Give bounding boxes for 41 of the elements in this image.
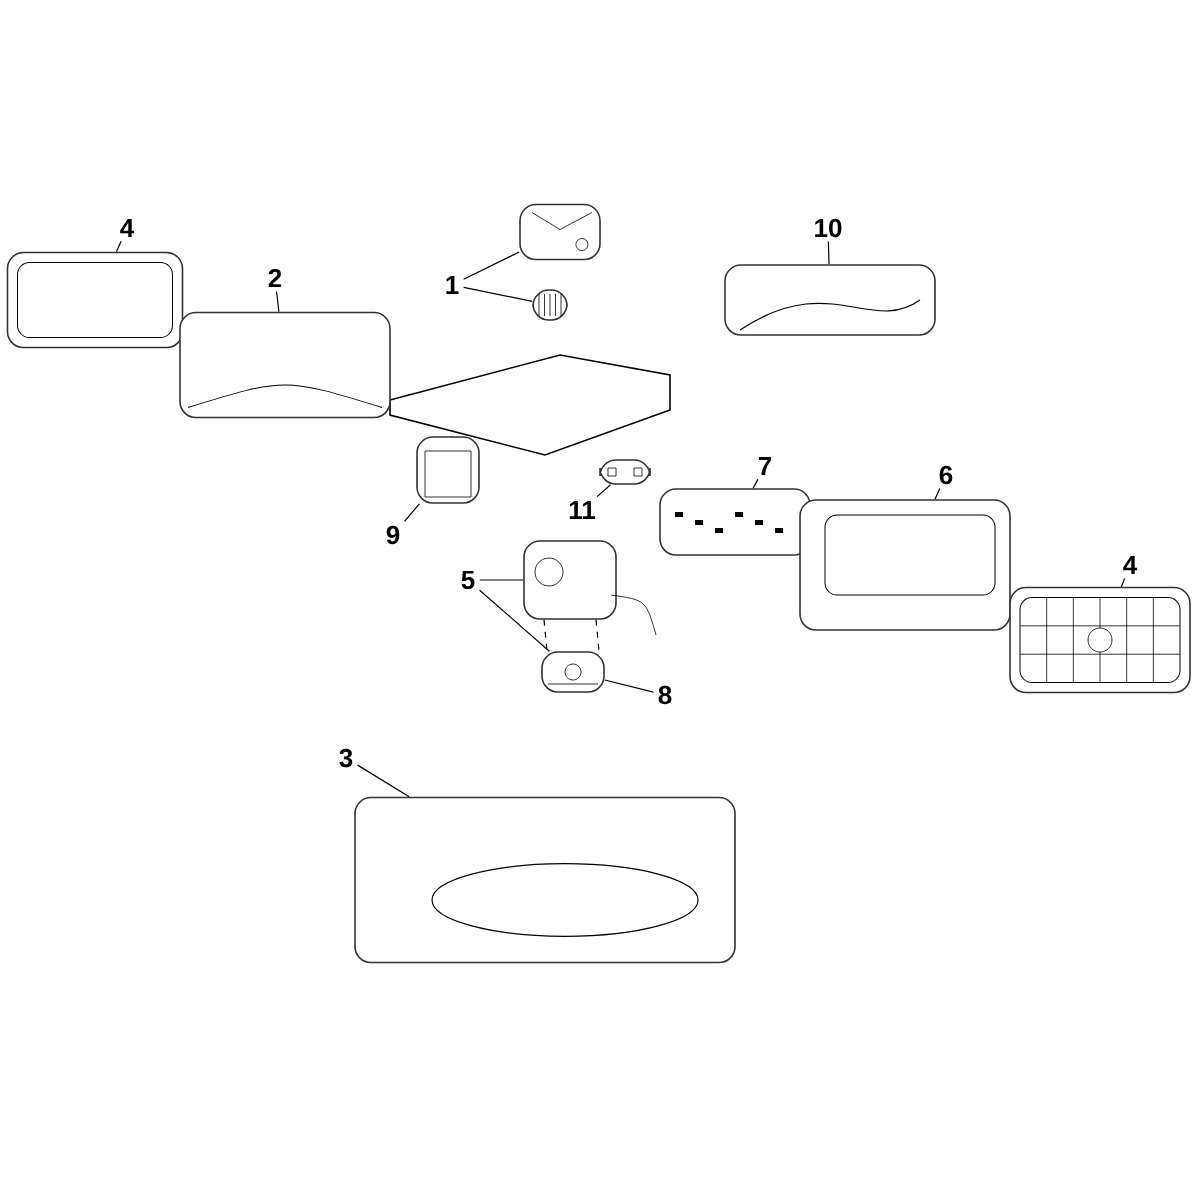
- leader-line: [479, 589, 550, 652]
- callout-number: 4: [120, 219, 135, 237]
- callout-number: 2: [268, 268, 282, 288]
- leader-line: [357, 764, 410, 798]
- motor-drawing: [523, 540, 657, 636]
- leader-line: [934, 488, 941, 500]
- callout-number: 8: [658, 685, 672, 705]
- transformer-drawing: [416, 436, 480, 504]
- bracket-drawing: [599, 459, 651, 485]
- callout-number: 6: [939, 465, 953, 485]
- leader-line: [115, 240, 122, 253]
- callout-number: 11: [569, 501, 596, 519]
- circuit-board-drawing: [659, 488, 811, 556]
- callout-number: 7: [758, 457, 772, 475]
- callout-number: 1: [446, 276, 459, 294]
- leader-line: [275, 290, 280, 313]
- light-cover-drawing: [179, 311, 391, 419]
- leader-line: [479, 579, 524, 581]
- callout-number: 9: [386, 525, 400, 545]
- callout-number: 4: [1123, 556, 1138, 574]
- leader-line: [604, 679, 654, 693]
- leader-line: [463, 251, 520, 280]
- grille-lens-drawing: [1009, 586, 1191, 694]
- callout-number: 5: [461, 570, 475, 590]
- leader-line: [1120, 577, 1126, 588]
- end-panel-drawing: [799, 499, 1011, 631]
- leader-line: [752, 478, 759, 489]
- leader-line: [463, 286, 533, 302]
- gear-housing-drawing: [519, 203, 601, 261]
- guide-line: [543, 619, 548, 652]
- guide-line: [595, 619, 600, 652]
- leader-line: [596, 484, 612, 498]
- callout-number: 3: [339, 748, 353, 768]
- power-cord-drawing: [724, 264, 936, 336]
- callout-number: 10: [815, 218, 842, 238]
- gear-drawing: [532, 289, 568, 321]
- leader-line: [827, 241, 830, 265]
- lens-drawing: [6, 251, 184, 349]
- sensor-drawing: [541, 651, 605, 693]
- housing-drawing: [354, 796, 736, 964]
- leader-line: [403, 503, 420, 522]
